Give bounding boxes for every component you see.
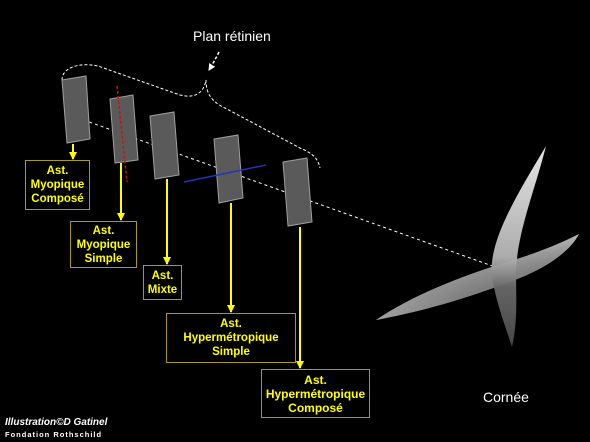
box-line: Mixte xyxy=(147,283,178,296)
box-line: Hypermétropique xyxy=(183,332,279,344)
retina-plate-5 xyxy=(282,157,313,227)
box-line: Myopique xyxy=(76,238,131,251)
box-line: Simple xyxy=(84,252,123,265)
retinal-plane-brace xyxy=(61,64,321,169)
box-line: Myopique xyxy=(30,179,85,191)
label-box-simple-myopic: Ast. Myopique Simple xyxy=(70,221,137,268)
retinal-plane-title: Plan rétinien xyxy=(193,28,271,44)
retina-plate-2 xyxy=(109,94,139,164)
box-line: Composé xyxy=(288,400,343,415)
title-pointer-arrow xyxy=(208,51,220,71)
box-line: Simple xyxy=(212,346,250,358)
box-line: Ast. xyxy=(92,224,115,237)
box-line: Ast. xyxy=(46,165,69,177)
label-box-compound-hyperopic: Ast. Hypermétropique Composé xyxy=(261,369,370,418)
cornea-label: Cornée xyxy=(483,389,529,405)
retina-plate-1 xyxy=(61,75,91,144)
box-line: Composé xyxy=(31,193,84,205)
label-box-mixed: Ast. Mixte xyxy=(143,265,182,300)
horizontal-focal-line xyxy=(183,164,267,183)
vertical-focal-line xyxy=(116,85,128,183)
box-line: Ast. xyxy=(304,372,327,387)
credit-author: Illustration©D Gatinel xyxy=(5,417,108,428)
label-box-compound-myopic: Ast. Myopique Composé xyxy=(25,160,90,210)
box-line: Hypermétropique xyxy=(265,386,366,401)
box-line: Ast. xyxy=(151,269,174,282)
cornea-horizontal-meridian-shade xyxy=(376,234,579,320)
label-box-simple-hyperopic: Ast. Hypermétropique Simple xyxy=(166,313,296,363)
box-line: Ast. xyxy=(220,318,242,330)
retina-plate-3 xyxy=(149,111,180,180)
credit-institution: Fondation Rothschild xyxy=(5,430,103,439)
retina-plate-4 xyxy=(213,134,244,204)
cornea-vertical-meridian xyxy=(491,146,546,347)
